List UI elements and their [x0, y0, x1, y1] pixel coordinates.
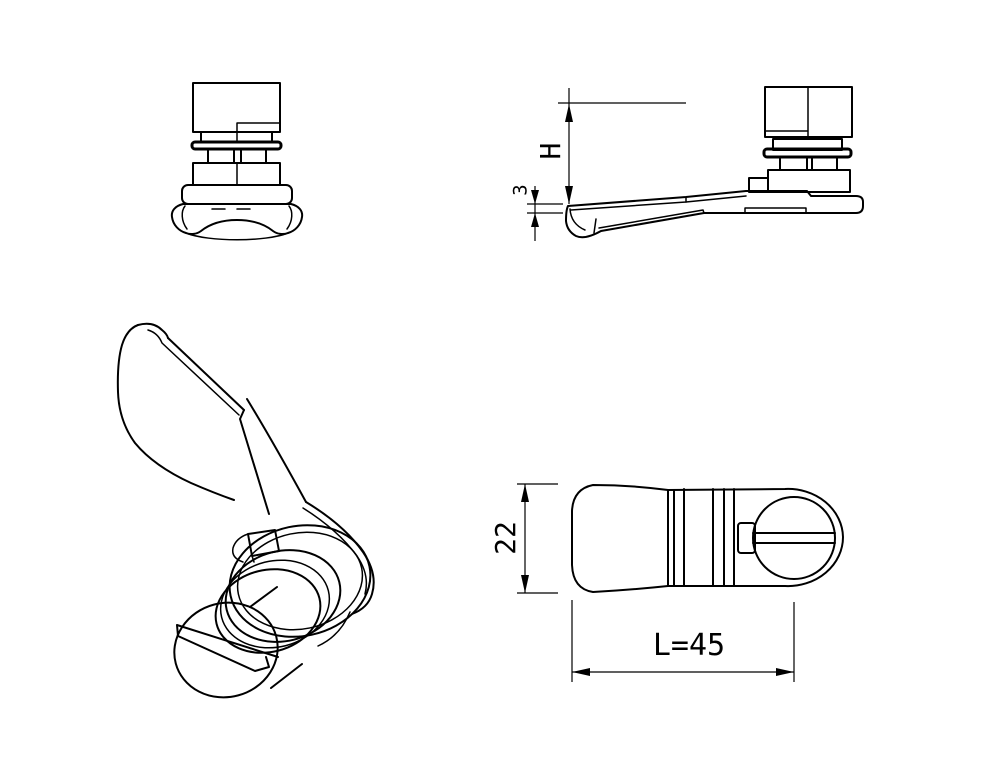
front-neck2-right	[240, 148, 267, 164]
side-tab	[748, 177, 769, 193]
width-dim-label: 22	[489, 521, 522, 555]
top-cylinder-circle	[752, 496, 836, 580]
top-tab	[737, 522, 756, 554]
width-extension-lines	[517, 483, 558, 594]
front-neck2-left	[207, 148, 235, 164]
height-dim-label: H	[534, 143, 567, 160]
arrow-down-icon	[521, 575, 529, 593]
top-outline	[571, 484, 845, 593]
iso-arm-left-edge	[239, 409, 270, 515]
side-neck2-right	[811, 156, 838, 171]
thickness-extension-lines	[527, 203, 563, 214]
side-neck2-left	[779, 156, 808, 171]
iso-flange-ring	[228, 524, 372, 638]
width-dimension: 22	[489, 483, 558, 594]
thickness-dimension: 3	[510, 184, 563, 241]
length-extension-lines	[571, 600, 795, 682]
iso-arm-right-edge	[246, 398, 307, 503]
iso-plate-bottom-edge	[317, 611, 351, 647]
iso-washer-ring-2	[219, 559, 331, 649]
iso-blade-tip-cap	[137, 322, 169, 339]
side-cam-right-inner	[744, 207, 807, 214]
arrow-right-icon	[776, 668, 794, 676]
side-cam-bottom-inner	[598, 196, 705, 229]
iso-plate-outer-edge	[305, 501, 375, 615]
length-dimension: L=45	[571, 600, 795, 682]
top-section-lines	[667, 488, 735, 587]
iso-barrel-sides	[249, 586, 303, 689]
top-view: 22 L=45	[489, 483, 845, 682]
h-dimension: H	[534, 88, 686, 204]
arrow-left-icon	[572, 668, 590, 676]
iso-blade-thickness-edge	[147, 329, 240, 416]
front-flange	[190, 140, 283, 151]
iso-blade-right-edge	[167, 337, 245, 411]
iso-flange-inner-ring	[236, 531, 364, 631]
side-view: H 3	[510, 86, 864, 241]
arrow-down-icon	[531, 190, 539, 204]
iso-blade-left-edge	[116, 324, 235, 501]
arrow-down-icon	[565, 186, 573, 204]
thickness-dim-label: 3	[510, 184, 532, 195]
top-screw-slot	[752, 532, 836, 544]
front-plate	[181, 184, 293, 205]
front-view	[170, 82, 304, 241]
front-wing	[170, 203, 304, 236]
side-flange	[762, 147, 853, 159]
front-wing-left-fold	[181, 205, 188, 230]
side-head-edges	[764, 86, 809, 138]
arrow-up-icon	[531, 213, 539, 227]
isometric-view	[116, 322, 375, 699]
iso-screw-slot	[176, 624, 279, 672]
front-wing-right-fold	[286, 205, 293, 230]
front-wing-far-edge	[185, 232, 289, 241]
arrow-up-icon	[521, 484, 529, 502]
iso-washer-ring-1	[224, 549, 342, 643]
front-head-step	[236, 122, 281, 133]
iso-barrel-face	[173, 601, 279, 699]
length-dim-label: L=45	[653, 628, 725, 663]
side-body	[767, 169, 851, 193]
side-cam-outline	[565, 190, 864, 239]
side-cam-tip-bend	[569, 208, 597, 234]
arrow-up-icon	[565, 104, 573, 122]
